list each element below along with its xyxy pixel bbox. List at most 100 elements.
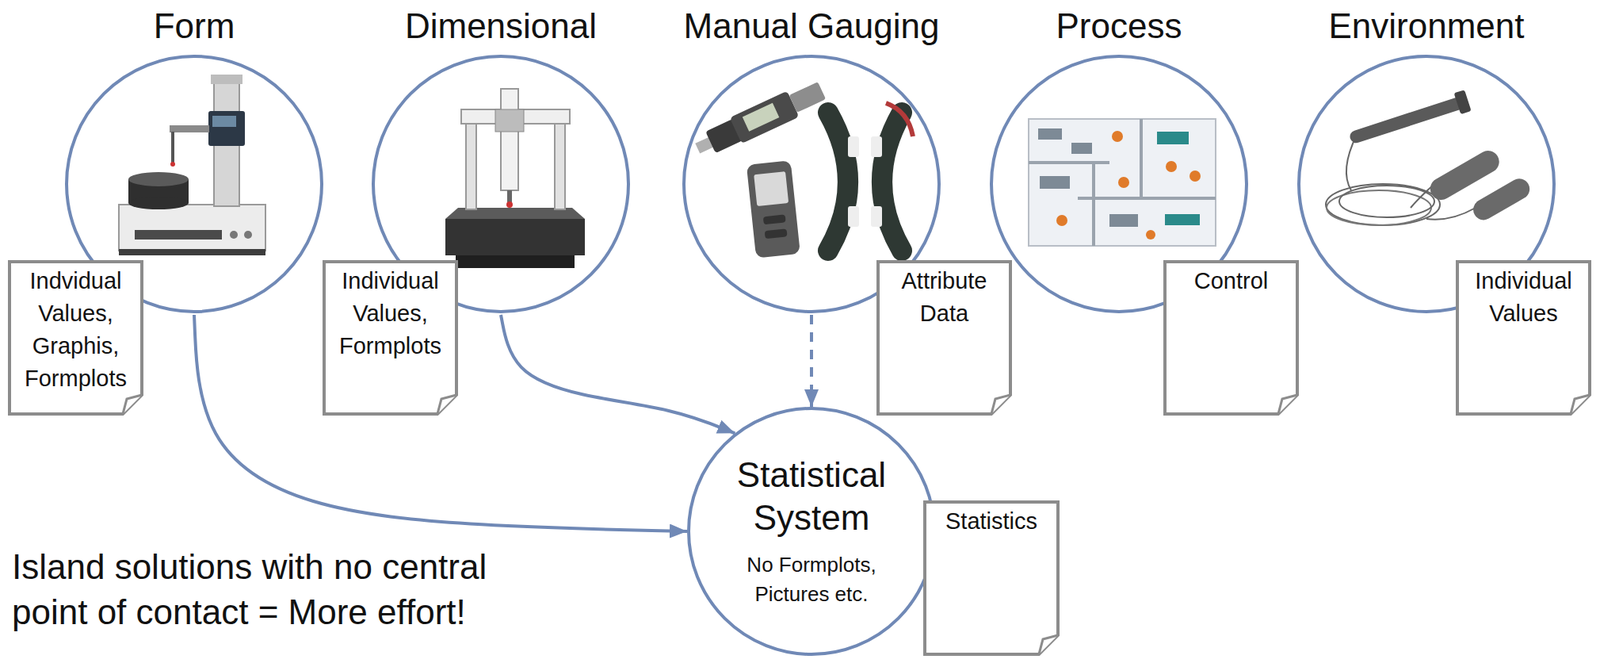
machine xyxy=(1038,128,1062,140)
machine xyxy=(1039,175,1070,189)
document-text: Individual Values, Formplots xyxy=(328,264,452,363)
category-heading: Process xyxy=(910,7,1328,46)
form-tester xyxy=(118,74,266,256)
control-strip xyxy=(134,229,222,240)
machine xyxy=(1109,213,1138,227)
rotary-table xyxy=(128,196,189,210)
robot xyxy=(1111,130,1123,142)
category-heading: Dimensional xyxy=(292,7,710,46)
micrometer xyxy=(691,77,829,162)
document-body: Control xyxy=(1163,259,1299,298)
document-outline xyxy=(1164,261,1298,414)
factory-layout xyxy=(1028,118,1216,246)
document-text: Control xyxy=(1169,264,1293,298)
data-flow-arrow xyxy=(809,314,814,407)
gauge-mark xyxy=(885,103,913,137)
environment-sensors xyxy=(1325,89,1534,226)
manual-gauges xyxy=(691,77,913,259)
document-body: Attribute Data xyxy=(876,259,1012,330)
document-fold xyxy=(1278,394,1298,414)
cable-coil xyxy=(1325,183,1440,226)
bridge-leg xyxy=(465,120,477,210)
gauge-pad xyxy=(847,136,860,157)
robot xyxy=(1056,214,1068,226)
column-cap xyxy=(210,74,243,85)
probe-tip xyxy=(506,201,513,208)
probe-arm xyxy=(169,125,210,133)
display xyxy=(742,103,780,132)
document-icon: Individual Values, Formplots xyxy=(322,259,459,416)
system-note: No Formplots, Pictures etc. xyxy=(716,549,907,609)
document-outline xyxy=(324,261,457,414)
machine-foot xyxy=(118,248,266,256)
factory-floor xyxy=(1028,118,1216,246)
rotary-table-top xyxy=(128,171,189,187)
document-body: Indvidual Values, Graphis, Formplots xyxy=(7,259,144,395)
snap-gauge xyxy=(828,103,913,251)
probe xyxy=(507,190,512,203)
document-fold xyxy=(437,394,457,414)
probe-tip xyxy=(170,161,176,167)
housing xyxy=(746,160,801,258)
gauge-arm xyxy=(828,112,848,251)
z-column xyxy=(500,88,519,191)
button xyxy=(229,230,238,239)
carriage xyxy=(495,109,524,132)
button xyxy=(763,213,787,225)
document-icon: Individual Values xyxy=(1455,259,1592,416)
cable xyxy=(1346,134,1357,191)
document-outline xyxy=(924,501,1058,654)
sensor xyxy=(1469,175,1534,225)
machine xyxy=(1071,142,1093,154)
document-outline xyxy=(9,261,142,414)
document-body: Individual Values xyxy=(1455,259,1592,330)
circle-outline xyxy=(688,408,935,654)
document-body: Individual Values, Formplots xyxy=(322,259,459,363)
document-fold xyxy=(1038,634,1058,654)
document-icon: Statistics xyxy=(923,500,1060,656)
probe xyxy=(171,131,175,164)
gauge-pad xyxy=(870,136,883,157)
document-icon: Attribute Data xyxy=(876,259,1012,416)
button xyxy=(244,230,253,239)
category-heading: Manual Gauging xyxy=(603,7,1020,46)
sensor-knob xyxy=(1454,89,1472,115)
document-text: Individual Values xyxy=(1462,264,1585,330)
machine-base xyxy=(118,204,266,251)
document-icon: Control xyxy=(1163,259,1299,416)
sensor xyxy=(1347,89,1472,149)
category-heading: Form xyxy=(0,7,403,46)
robot xyxy=(1165,160,1177,172)
document-text: Indvidual Values, Graphis, Formplots xyxy=(14,264,138,395)
document-fold xyxy=(1570,394,1590,414)
document-body: Statistics xyxy=(923,500,1060,538)
sensor-body xyxy=(1469,175,1534,225)
document-text: Statistics xyxy=(929,504,1054,538)
document-fold xyxy=(991,394,1011,414)
display xyxy=(753,171,789,207)
button xyxy=(764,228,788,239)
cable xyxy=(1426,207,1476,220)
thermometer xyxy=(746,160,801,258)
granite-base xyxy=(445,218,585,256)
carriage xyxy=(208,110,245,146)
document-fold xyxy=(122,394,142,414)
machine xyxy=(1164,213,1200,226)
document-text: Attribute Data xyxy=(882,264,1006,330)
robot xyxy=(1118,176,1130,188)
note-text: Island solutions with no central point o… xyxy=(11,543,535,634)
machine xyxy=(1157,131,1189,145)
pedestal xyxy=(455,255,575,268)
cable-coil xyxy=(1339,185,1435,218)
body xyxy=(729,91,800,144)
document-outline xyxy=(878,261,1011,414)
system-body: Statistical SystemNo Formplots, Pictures… xyxy=(687,406,936,656)
document-icon: Indvidual Values, Graphis, Formplots xyxy=(7,259,144,416)
gauge-pad xyxy=(847,206,860,227)
factory-walls xyxy=(1028,118,1216,246)
system-circle: Statistical SystemNo Formplots, Pictures… xyxy=(687,406,936,656)
gauge-arm xyxy=(882,112,902,251)
robot xyxy=(1189,170,1201,182)
carriage-display xyxy=(212,115,237,127)
